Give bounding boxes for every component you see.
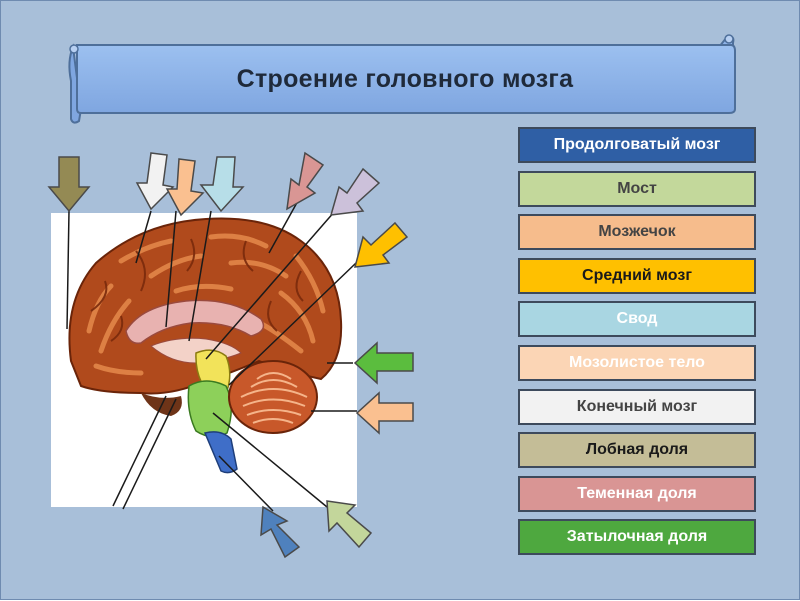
label-medulla-text: Продолговатый мозг bbox=[553, 136, 721, 153]
arrow-down-telencephalon bbox=[135, 152, 175, 211]
arrow-down-fornix bbox=[199, 156, 245, 213]
label-medulla[interactable]: Продолговатый мозг bbox=[518, 127, 756, 163]
arrow-down-parietal bbox=[286, 151, 325, 211]
slide-title: Строение головного мозга bbox=[236, 65, 574, 93]
label-occipital-lobe-text: Затылочная доля bbox=[566, 528, 708, 545]
label-pons-text: Мост bbox=[617, 180, 657, 197]
label-frontal-lobe[interactable]: Лобная доля bbox=[518, 432, 756, 468]
label-corpus-callosum-text: Мозолистое тело bbox=[569, 354, 705, 371]
label-cerebellum-text: Мозжечок bbox=[598, 223, 676, 240]
arrow-up-occipital bbox=[326, 500, 373, 549]
label-parietal-lobe-text: Теменная доля bbox=[577, 485, 697, 502]
arrow-down-corpus-callosum bbox=[329, 167, 381, 216]
arrow-down-cerebellum bbox=[165, 158, 205, 217]
arrow-left-pons bbox=[353, 341, 414, 385]
label-occipital-lobe[interactable]: Затылочная доля bbox=[518, 519, 756, 555]
label-midbrain[interactable]: Средний мозг bbox=[518, 258, 756, 294]
pointer-lines bbox=[66, 198, 357, 512]
label-fornix-text: Свод bbox=[616, 310, 658, 327]
label-parietal-lobe[interactable]: Теменная доля bbox=[518, 476, 756, 512]
label-cerebellum[interactable]: Мозжечок bbox=[518, 214, 756, 250]
title-scroll-banner bbox=[68, 34, 736, 124]
arrow-down-frontal bbox=[47, 156, 91, 213]
label-midbrain-text: Средний мозг bbox=[582, 267, 692, 284]
arrow-down-midbrain bbox=[353, 221, 409, 268]
arrow-up-medulla bbox=[260, 505, 301, 559]
label-frontal-lobe-text: Лобная доля bbox=[585, 441, 689, 458]
label-fornix[interactable]: Свод bbox=[518, 301, 756, 337]
arrow-left-cerebellum bbox=[355, 391, 414, 435]
label-telencephalon-text: Конечный мозг bbox=[576, 398, 698, 415]
brain-section-image bbox=[68, 217, 343, 474]
label-telencephalon[interactable]: Конечный мозг bbox=[518, 389, 756, 425]
label-pons[interactable]: Мост bbox=[518, 171, 756, 207]
label-corpus-callosum[interactable]: Мозолистое тело bbox=[518, 345, 756, 381]
